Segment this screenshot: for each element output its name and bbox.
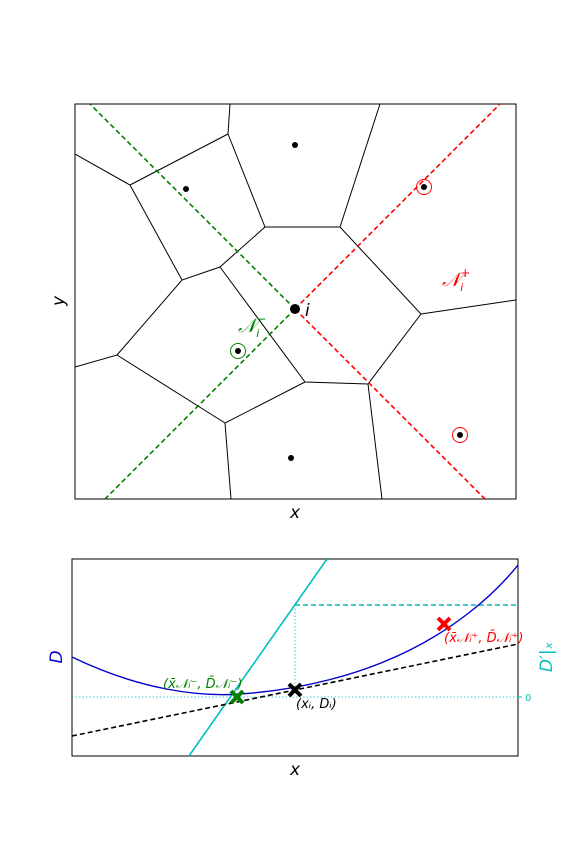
site-point — [183, 186, 189, 192]
bottom-right-y-axis-label: D′|ₓ — [537, 641, 557, 672]
site-point-plus — [457, 432, 463, 438]
minus-set-label-sub: i — [256, 327, 259, 340]
minus-boundary-line — [104, 308, 296, 499]
plus-mean-marker — [436, 616, 452, 632]
voronoi-edge — [75, 354, 226, 424]
bottom-panel: (xᵢ, Dᵢ) (x̄𝒩ᵢ⁻, D̄𝒩ᵢ⁻) (x̄𝒩ᵢ⁺, D̄𝒩ᵢ⁺) 0… — [47, 558, 557, 780]
bottom-left-y-axis-label: D — [47, 650, 67, 663]
bottom-x-axis-label: x — [289, 760, 301, 780]
center-point-coord-label: (xᵢ, Dᵢ) — [296, 697, 337, 712]
plus-set-label: 𝒩i+ — [442, 266, 470, 294]
right-axis-tick-label: 0 — [525, 693, 531, 704]
plus-boundary-line — [294, 104, 502, 310]
site-marker-minus — [230, 343, 246, 359]
site-point-minus — [235, 348, 241, 354]
minus-boundary-line — [89, 104, 296, 310]
top-x-axis-label: x — [289, 503, 301, 523]
minus-set-label-sup: − — [256, 312, 266, 326]
voronoi-edge — [75, 104, 231, 186]
minus-mean-marker — [229, 689, 245, 705]
voronoi-edge — [367, 383, 383, 499]
voronoi-edge — [339, 104, 381, 228]
site-marker-plus — [416, 179, 432, 195]
plus-mean-coord-label: (x̄𝒩ᵢ⁺, D̄𝒩ᵢ⁺) — [444, 631, 523, 646]
site-point — [292, 142, 298, 148]
voronoi-edges — [75, 104, 516, 499]
top-panel: i 𝒩i+ 𝒩i− x y — [49, 103, 517, 523]
center-marker — [287, 682, 303, 698]
voronoi-edge — [224, 381, 306, 499]
minus-set-label-base: 𝒩 — [238, 315, 262, 337]
plus-set-label-base: 𝒩 — [442, 269, 466, 291]
site-marker-plus — [452, 427, 468, 443]
top-panel-frame — [74, 103, 517, 500]
plus-set-label-sub: i — [460, 281, 463, 294]
center-point-label: i — [305, 301, 310, 321]
minus-set-label: 𝒩i− — [238, 312, 266, 340]
center-point — [290, 304, 300, 314]
voronoi-edge — [227, 133, 266, 228]
site-point — [288, 455, 294, 461]
d-curve — [72, 564, 518, 696]
minus-mean-coord-label: (x̄𝒩ᵢ⁻, D̄𝒩ᵢ⁻) — [163, 677, 242, 692]
voronoi-edge — [116, 266, 221, 356]
plus-set-label-sup: + — [460, 266, 470, 280]
voronoi-edge — [420, 299, 516, 315]
voronoi-cell-center — [219, 226, 422, 385]
top-y-axis-label: y — [49, 295, 69, 307]
plus-boundary-line — [294, 308, 486, 499]
derivative-line — [188, 559, 328, 756]
voronoi-edge — [129, 184, 183, 281]
site-point-plus — [421, 184, 427, 190]
